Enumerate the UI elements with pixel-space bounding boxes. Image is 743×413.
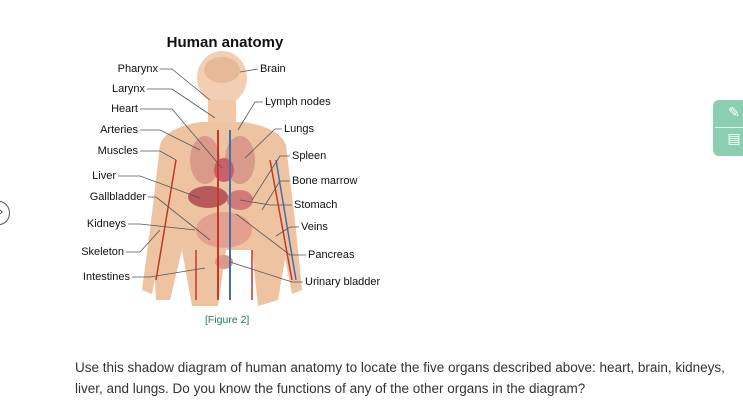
label-intestines: Intestines [82,271,130,283]
right-leader-lines [229,68,306,283]
label-pancreas: Pancreas [308,249,355,261]
label-stomach: Stomach [294,199,338,211]
toolbar-divider [715,127,743,128]
label-liver: Liver [92,170,116,182]
pencil-icon[interactable]: ✎ [728,105,740,121]
notes-icon[interactable]: ▤ [727,131,741,147]
label-bone-marrow: Bone marrow [292,175,358,187]
label-arteries: Arteries [100,124,138,136]
label-veins: Veins [301,221,328,233]
label-pharynx: Pharynx [117,63,158,75]
instruction-paragraph: Use this shadow diagram of human anatomy… [75,360,725,396]
label-muscles: Muscles [97,145,138,157]
figure-caption: [Figure 2] [205,314,250,326]
left-leader-lines [118,68,223,278]
label-skeleton: Skeleton [81,246,124,258]
label-larynx: Larynx [111,83,145,95]
label-urinary-bladder: Urinary bladder [305,276,381,288]
label-spleen: Spleen [292,150,327,162]
chevron-left-icon: › [0,205,3,218]
label-lymph-nodes: Lymph nodes [265,96,331,108]
label-gallbladder: Gallbladder [89,191,146,203]
label-lungs: Lungs [284,123,314,135]
label-heart: Heart [111,103,138,115]
figure-title: Human anatomy [166,34,284,51]
label-brain: Brain [260,63,286,75]
label-kidneys: Kidneys [86,218,126,230]
side-toolbar: ✎ ▤ [713,100,743,156]
